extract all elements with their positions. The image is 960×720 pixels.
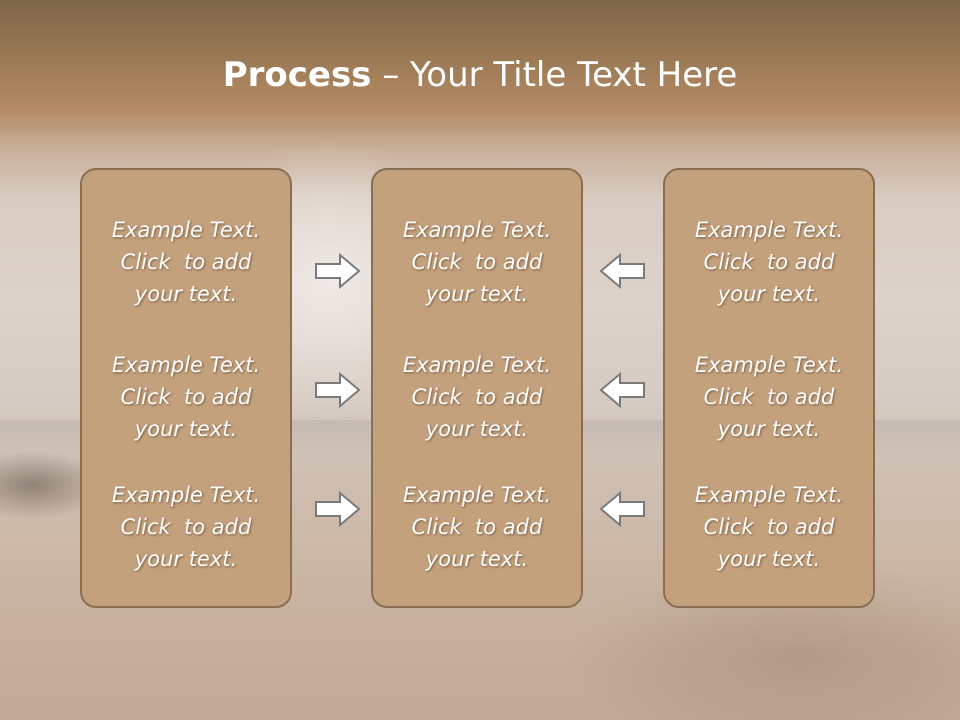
- text-line: Click to add: [120, 515, 252, 539]
- text-line: Example Text.: [694, 483, 844, 507]
- text-line: Example Text.: [402, 483, 552, 507]
- text-line: your text.: [717, 282, 821, 306]
- slide-title[interactable]: Process – Your Title Text Here: [0, 52, 960, 98]
- text-line: Click to add: [703, 250, 835, 274]
- arrow-left-icon: [599, 371, 645, 409]
- text-line: your text.: [134, 282, 238, 306]
- text-line: Click to add: [411, 515, 543, 539]
- arrow-right-icon: [315, 371, 361, 409]
- title-bold: Process: [222, 55, 372, 95]
- text-line: Example Text.: [111, 218, 261, 242]
- text-line: your text.: [134, 547, 238, 571]
- text-block[interactable]: Example Text. Click to add your text.: [665, 349, 873, 445]
- text-line: Click to add: [703, 515, 835, 539]
- text-line: your text.: [134, 417, 238, 441]
- arrow-left-icon: [599, 252, 645, 290]
- text-line: your text.: [425, 282, 529, 306]
- text-line: Click to add: [703, 385, 835, 409]
- text-line: Example Text.: [111, 483, 261, 507]
- arrow-right-icon: [315, 252, 361, 290]
- text-line: Click to add: [120, 250, 252, 274]
- text-line: Example Text.: [694, 353, 844, 377]
- text-line: your text.: [717, 547, 821, 571]
- text-block[interactable]: Example Text. Click to add your text.: [82, 479, 290, 575]
- text-line: Example Text.: [694, 218, 844, 242]
- text-line: Example Text.: [402, 353, 552, 377]
- arrow-right-icon: [315, 490, 361, 528]
- center-panel[interactable]: Example Text. Click to add your text. Ex…: [371, 168, 583, 608]
- text-block[interactable]: Example Text. Click to add your text.: [665, 214, 873, 310]
- text-line: your text.: [425, 417, 529, 441]
- text-block[interactable]: Example Text. Click to add your text.: [665, 479, 873, 575]
- text-block[interactable]: Example Text. Click to add your text.: [373, 214, 581, 310]
- text-block[interactable]: Example Text. Click to add your text.: [373, 479, 581, 575]
- title-rest: – Your Title Text Here: [371, 55, 738, 95]
- text-line: Click to add: [411, 250, 543, 274]
- text-block[interactable]: Example Text. Click to add your text.: [82, 349, 290, 445]
- text-line: your text.: [717, 417, 821, 441]
- right-panel[interactable]: Example Text. Click to add your text. Ex…: [663, 168, 875, 608]
- arrow-left-icon: [599, 490, 645, 528]
- text-line: Example Text.: [111, 353, 261, 377]
- text-line: your text.: [425, 547, 529, 571]
- text-block[interactable]: Example Text. Click to add your text.: [373, 349, 581, 445]
- text-block[interactable]: Example Text. Click to add your text.: [82, 214, 290, 310]
- text-line: Click to add: [120, 385, 252, 409]
- text-line: Example Text.: [402, 218, 552, 242]
- left-panel[interactable]: Example Text. Click to add your text. Ex…: [80, 168, 292, 608]
- text-line: Click to add: [411, 385, 543, 409]
